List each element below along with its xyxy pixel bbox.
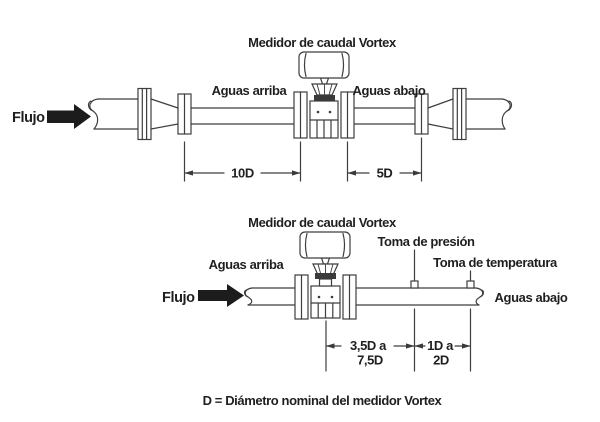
downstream-large-pipe (465, 98, 513, 130)
dimension-pressure-to-temperature: 1D a 2D (413, 308, 472, 372)
electronics-head (299, 231, 351, 259)
dim-text-line2: 2D (433, 353, 449, 368)
footnote-diameter-definition: D = Diámetro nominal del medidor Vortex (203, 393, 443, 408)
reducer-cone (150, 98, 179, 130)
dim-arrow-right-icon (406, 343, 415, 349)
flange (137, 87, 152, 141)
bolt-dot (328, 110, 332, 114)
dim-text-line1: 1D a (427, 338, 454, 353)
bolt-dot (317, 295, 321, 299)
downstream-label: Aguas abajo (353, 83, 426, 98)
meter-collar (315, 273, 336, 279)
dim-text-line2: 7,5D (357, 353, 383, 368)
upstream-run-pipe (190, 107, 295, 125)
pressure-tap-label: Toma de presión (377, 234, 475, 249)
downstream-run-pipe (353, 107, 416, 125)
bolt-dot (330, 295, 334, 299)
dim-arrow-right-icon (462, 343, 471, 349)
dim-arrow-right-icon (413, 170, 422, 176)
bolt-dot (316, 110, 320, 114)
extension-lines (183, 141, 302, 182)
dimension-upstream-10d: 10D (183, 141, 302, 182)
downstream-label: Aguas abajo (495, 290, 568, 305)
pipe-break-icon (89, 98, 99, 130)
dimension-meter-to-pressure: 3,5D a 7,5D (325, 308, 416, 372)
meter-collar (314, 95, 335, 101)
vortex-meter (294, 231, 357, 320)
flow-label: Flujo (162, 290, 195, 306)
pressure-tap (410, 280, 419, 289)
electronics-head (298, 51, 350, 79)
meter-label: Medidor de caudal Vortex (248, 35, 397, 50)
expander-cone (427, 98, 454, 130)
flange (452, 87, 467, 141)
dim-arrow-left-icon (184, 170, 193, 176)
dim-text-line1: 3,5D a (350, 338, 387, 353)
dim-text: 10D (231, 166, 254, 181)
vortex-meter (293, 51, 355, 139)
pipe-break-icon (501, 98, 511, 130)
flow-arrow-icon (47, 104, 91, 129)
dim-text: 5D (377, 166, 393, 181)
flow-label: Flujo (12, 110, 45, 126)
dim-arrow-left-icon (414, 343, 423, 349)
meter-neck-stub (318, 278, 333, 287)
upstream-label: Aguas arriba (212, 83, 288, 98)
upstream-label: Aguas arriba (209, 257, 285, 272)
dim-arrow-left-icon (326, 343, 335, 349)
bottom-installation-diagram: Flujo (162, 215, 568, 372)
dim-arrow-left-icon (347, 170, 356, 176)
extension-lines (346, 137, 423, 182)
meter-stem (320, 257, 331, 265)
top-installation-diagram: Flujo (12, 35, 513, 182)
temperature-tap (466, 280, 475, 289)
meter-label: Medidor de caudal Vortex (248, 215, 397, 230)
meter-stem (319, 77, 330, 85)
dimension-downstream-5d: 5D (346, 137, 423, 182)
temperature-tap-label: Toma de temperatura (433, 255, 558, 270)
upstream-pipe (244, 287, 296, 306)
dim-arrow-right-icon (292, 170, 301, 176)
downstream-pipe (355, 287, 484, 306)
flow-arrow-icon (198, 284, 244, 307)
upstream-large-pipe (87, 98, 139, 130)
